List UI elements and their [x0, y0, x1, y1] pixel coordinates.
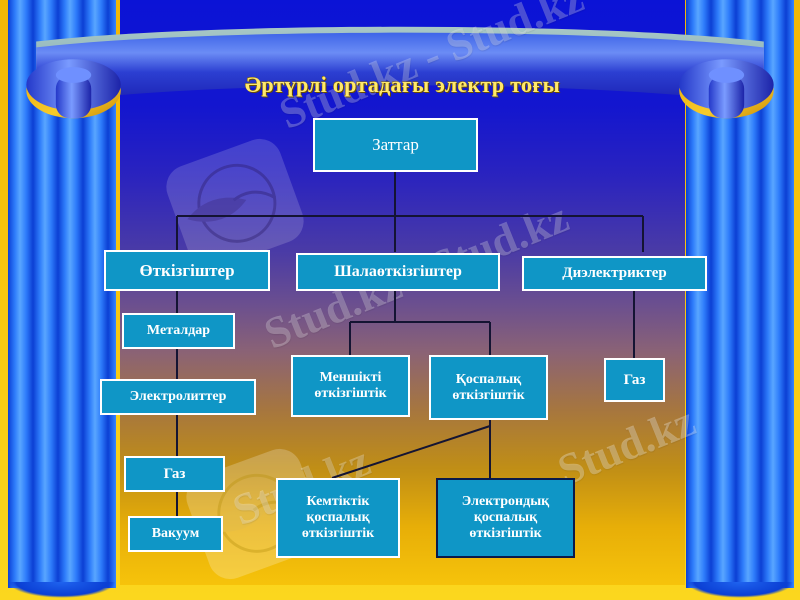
- node-dielektrikter[interactable]: Диэлектриктер: [522, 256, 707, 291]
- node-vakuum[interactable]: Вакуум: [128, 516, 223, 552]
- node-qospalyq-otkizgishtik[interactable]: Қоспалық өткізгіштік: [429, 355, 548, 420]
- decorative-ribbon-banner: [26, 26, 774, 119]
- node-metaldar[interactable]: Металдар: [122, 313, 235, 349]
- node-otkizgishter[interactable]: Өткізгіштер: [104, 250, 270, 291]
- node-gaz-right[interactable]: Газ: [604, 358, 665, 402]
- node-elektrondyq-qospalyq-otkizgishtik[interactable]: Электрондық қоспалық өткізгіштік: [436, 478, 575, 558]
- node-kemtiktik-qospalyq-otkizgishtik[interactable]: Кемтіктік қоспалық өткізгіштік: [276, 478, 400, 558]
- node-gaz-left[interactable]: Газ: [124, 456, 225, 492]
- page-title: Әртүрлі ортадағы электр тоғы: [244, 72, 561, 97]
- node-elektrolitter[interactable]: Электролиттер: [100, 379, 256, 415]
- node-menshikti-otkizgishtik[interactable]: Меншікті өткізгіштік: [291, 355, 410, 417]
- node-zattar[interactable]: Заттар: [313, 118, 478, 172]
- node-shalaotkizgishter[interactable]: Шалаөткізгіштер: [296, 253, 500, 291]
